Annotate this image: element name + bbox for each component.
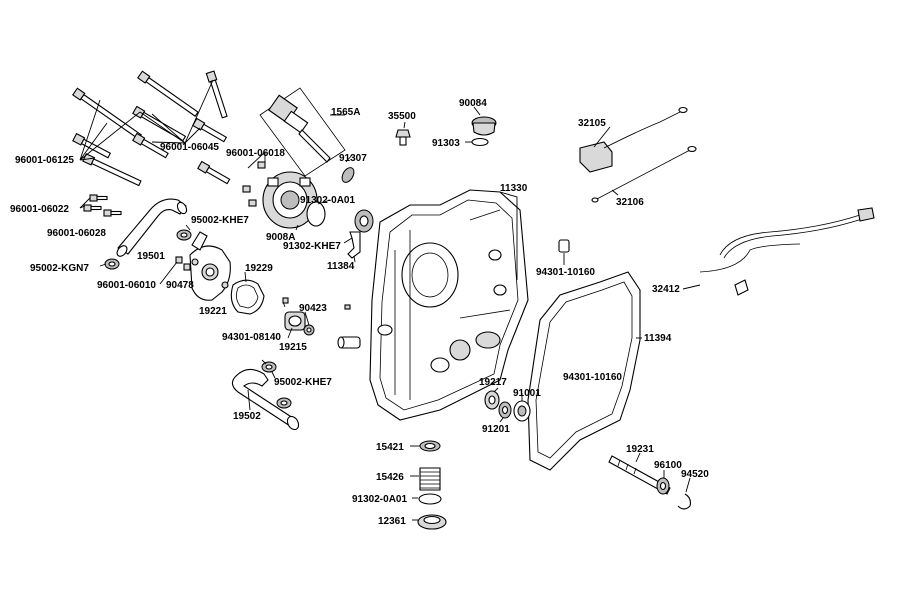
pump-cover-19221	[189, 231, 231, 301]
label-19502: 19502	[233, 411, 261, 422]
gasket-11394	[527, 271, 641, 471]
plug-90084	[471, 116, 497, 136]
label-91303: 91303	[432, 138, 460, 149]
label-96001-06028: 96001-06028	[47, 228, 106, 239]
label-9008A: 9008A	[266, 232, 295, 243]
bolt-group-96001-06125	[72, 70, 231, 187]
label-94520: 94520	[681, 469, 709, 480]
label-32412: 32412	[652, 284, 680, 295]
label-96001-06018: 96001-06018	[226, 148, 285, 159]
label-96001-06022: 96001-06022	[10, 204, 69, 215]
label-32106: 32106	[616, 197, 644, 208]
hose-19501	[116, 198, 188, 257]
label-1565A: 1565A	[331, 107, 360, 118]
label-90423: 90423	[299, 303, 327, 314]
o-ring-91302-0A01-upper	[306, 201, 326, 227]
dowel-94301-10160-upper	[558, 239, 570, 253]
label-91201: 91201	[482, 424, 510, 435]
cap-12361	[417, 514, 447, 530]
sensor-35500	[395, 129, 411, 146]
label-35500: 35500	[388, 111, 416, 122]
label-15421: 15421	[376, 442, 404, 453]
oil-seal-91302-KHE7	[354, 209, 374, 233]
label-91302-0A01-upper: 91302-0A01	[300, 195, 355, 206]
label-90084: 90084	[459, 98, 487, 109]
impeller-19215	[282, 297, 315, 336]
clamp-95002-KGN7	[104, 258, 120, 270]
o-ring-91302-0A01-lower	[418, 493, 442, 505]
seal-96100	[656, 477, 670, 495]
o-ring-91303	[471, 137, 489, 147]
label-94301-10160-upper: 94301-10160	[536, 267, 595, 278]
label-90478: 90478	[166, 280, 194, 291]
sensor-32105	[579, 106, 688, 173]
clip-94520	[677, 493, 691, 510]
label-19215: 19215	[279, 342, 307, 353]
clamp-95002-KHE7-lower	[261, 361, 292, 409]
label-19217: 19217	[479, 377, 507, 388]
o-ring-91307	[341, 167, 355, 183]
strainer-15421	[419, 440, 441, 452]
label-96100: 96100	[654, 460, 682, 471]
label-95002-KHE7-upper: 95002-KHE7	[191, 215, 249, 226]
label-95002-KGN7: 95002-KGN7	[30, 263, 89, 274]
label-11330: 11330	[500, 183, 528, 194]
label-19229: 19229	[245, 263, 273, 274]
crankcase-cover-11330	[369, 189, 529, 421]
label-94301-10160-lower: 94301-10160	[563, 372, 622, 383]
small-bolts	[83, 161, 266, 217]
pump-housing-9008A	[262, 171, 318, 229]
harness-32412	[699, 207, 875, 296]
seal-91201	[498, 401, 512, 419]
spring-15426	[419, 467, 441, 491]
label-19501: 19501	[137, 251, 165, 262]
label-12361: 12361	[378, 516, 406, 527]
label-91001: 91001	[513, 388, 541, 399]
label-91302-0A01-lower: 91302-0A01	[352, 494, 407, 505]
label-96001-06125: 96001-06125	[15, 155, 74, 166]
label-94301-08140: 94301-08140	[222, 332, 281, 343]
starter-assembly-1565A	[259, 87, 346, 177]
gasket-19229	[230, 279, 265, 315]
bearing-19217	[484, 390, 500, 410]
label-11394: 11394	[644, 333, 672, 344]
clamp-95002-KHE7-upper	[176, 229, 192, 241]
label-91307: 91307	[339, 153, 367, 164]
shaft-19231	[608, 455, 671, 495]
label-11384: 11384	[327, 261, 355, 272]
label-96001-06045: 96001-06045	[160, 142, 219, 153]
label-95002-KHE7-lower: 95002-KHE7	[274, 377, 332, 388]
bearing-91001	[513, 400, 531, 422]
wire-32106	[591, 145, 697, 203]
bracket-11384	[347, 231, 361, 259]
hose-19502	[231, 368, 300, 431]
pipe-fitting	[337, 336, 361, 349]
label-19221: 19221	[199, 306, 227, 317]
label-19231: 19231	[626, 444, 654, 455]
label-15426: 15426	[376, 472, 404, 483]
label-91302-KHE7: 91302-KHE7	[283, 241, 341, 252]
bolt-96001-06010	[175, 256, 191, 271]
label-96001-06010: 96001-06010	[97, 280, 156, 291]
label-32105: 32105	[578, 118, 606, 129]
